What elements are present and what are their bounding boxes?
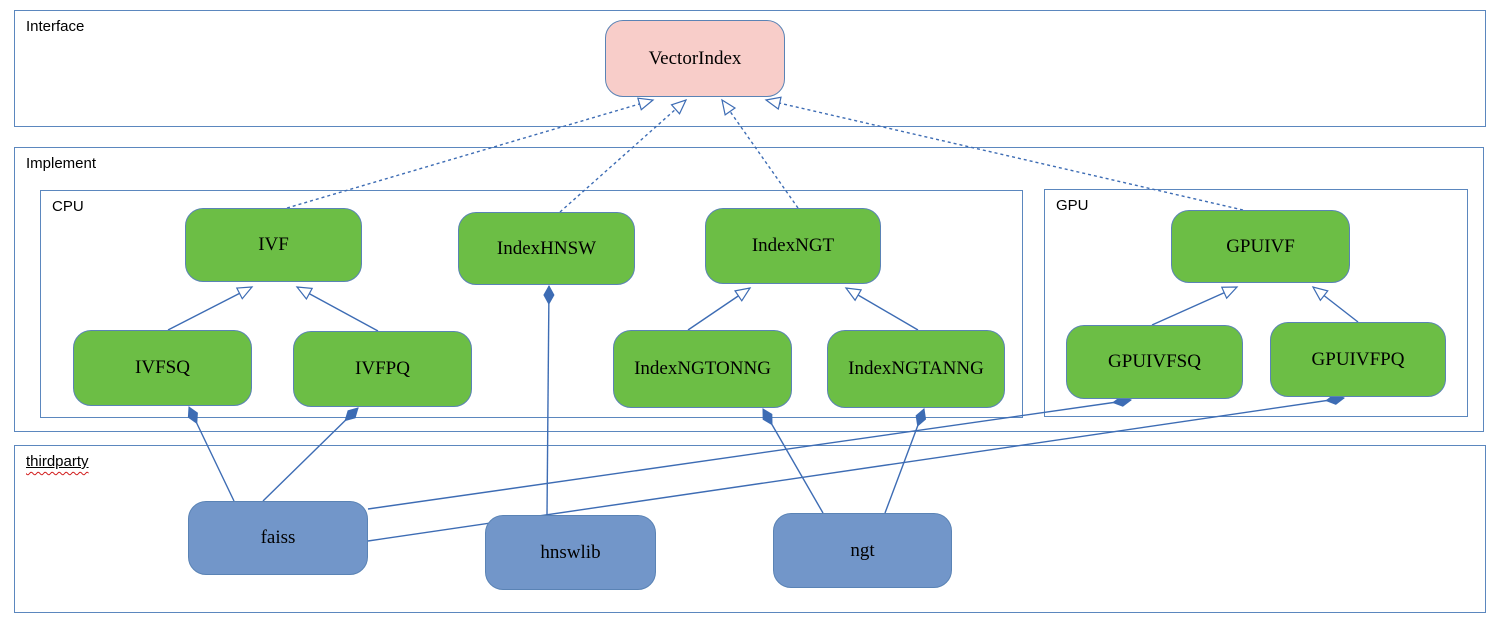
node-ivf[interactable]: IVF [185, 208, 362, 282]
node-gpuivf[interactable]: GPUIVF [1171, 210, 1350, 283]
container-implement-label: Implement [26, 155, 97, 172]
node-indexhnsw-label: IndexHNSW [496, 237, 597, 259]
container-interface-label: Interface [26, 18, 85, 35]
node-ngt[interactable]: ngt [773, 513, 952, 588]
node-indexngt-label: IndexNGT [751, 235, 835, 256]
node-indexngtanng[interactable]: IndexNGTANNG [827, 330, 1005, 408]
node-ngt-label: ngt [850, 539, 875, 561]
node-indexngtonng-label: IndexNGTONNG [634, 358, 771, 379]
node-ivfsq[interactable]: IVFSQ [73, 330, 252, 406]
node-gpuivfpq[interactable]: GPUIVFPQ [1270, 322, 1446, 397]
node-vectorindex-label: VectorIndex [648, 47, 742, 69]
node-faiss-label: faiss [260, 527, 296, 548]
node-gpuivfsq-label: GPUIVFSQ [1108, 351, 1201, 372]
node-ivfsq-label: IVFSQ [135, 357, 190, 378]
node-ivf-label: IVF [258, 234, 289, 255]
node-gpuivfsq[interactable]: GPUIVFSQ [1066, 325, 1243, 399]
container-gpu-label: GPU [1056, 197, 1089, 214]
node-ivfpq-label: IVFPQ [355, 358, 410, 379]
node-faiss[interactable]: faiss [188, 501, 368, 575]
node-ivfpq[interactable]: IVFPQ [293, 331, 472, 407]
node-indexhnsw[interactable]: IndexHNSW [458, 212, 635, 285]
node-gpuivf-label: GPUIVF [1226, 235, 1295, 257]
node-gpuivfpq-label: GPUIVFPQ [1311, 348, 1405, 370]
node-indexngt[interactable]: IndexNGT [705, 208, 881, 284]
node-indexngtanng-label: IndexNGTANNG [848, 358, 984, 379]
node-hnswlib[interactable]: hnswlib [485, 515, 656, 590]
container-cpu-label: CPU [52, 198, 84, 215]
node-indexngtonng[interactable]: IndexNGTONNG [613, 330, 792, 408]
node-hnswlib-label: hnswlib [540, 541, 601, 563]
node-vectorindex[interactable]: VectorIndex [605, 20, 785, 97]
container-thirdparty-label: thirdparty [26, 453, 89, 470]
